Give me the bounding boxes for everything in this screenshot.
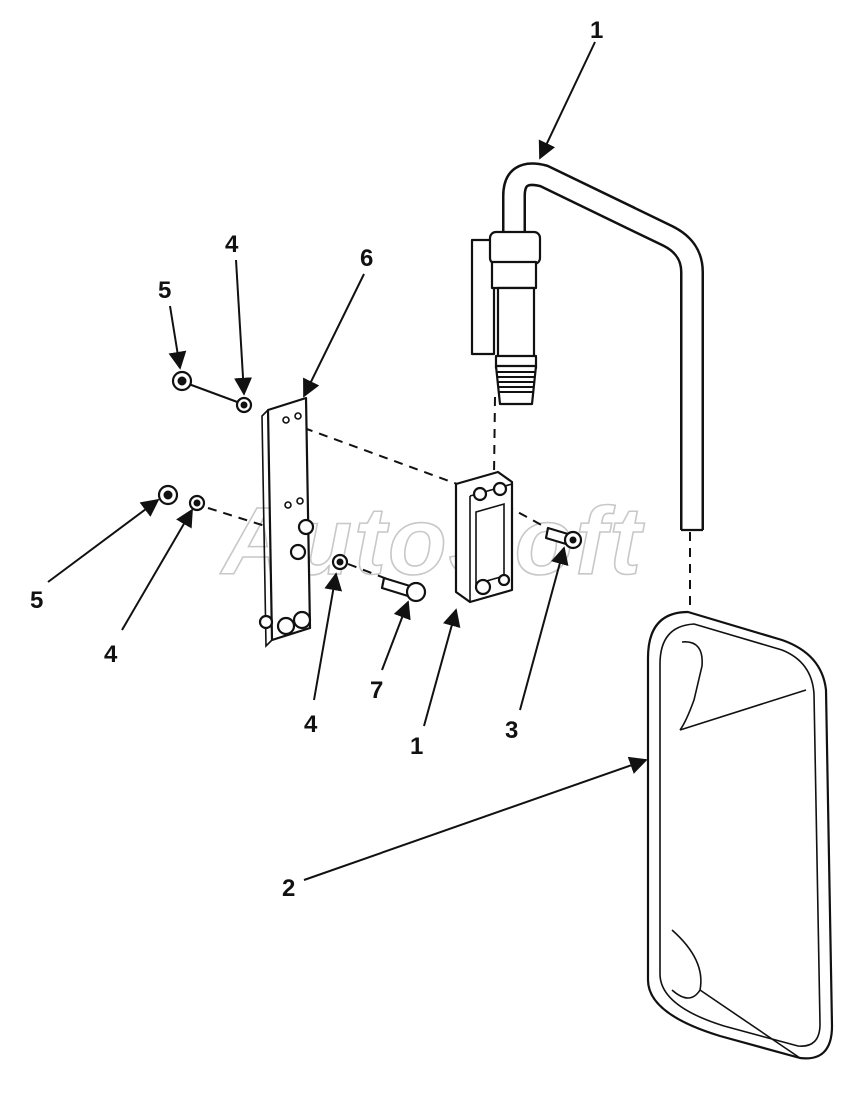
clamp-bracket-part bbox=[454, 470, 514, 604]
callout-labels: 1 5 4 6 5 4 4 7 1 3 2 bbox=[30, 17, 603, 902]
callout-washer-left: 4 bbox=[104, 641, 118, 668]
callout-washer-bottom: 4 bbox=[304, 711, 318, 738]
leader-arm-top bbox=[538, 41, 596, 160]
callout-screw: 3 bbox=[505, 717, 518, 744]
mirror-head-part bbox=[646, 610, 834, 1060]
leader-washer-top bbox=[234, 259, 253, 396]
callout-mirror-head: 2 bbox=[282, 875, 295, 902]
leader-nut-left bbox=[47, 498, 160, 583]
leader-washer-left bbox=[121, 508, 193, 631]
leader-mirror-head bbox=[303, 756, 648, 881]
callout-plate: 6 bbox=[360, 245, 373, 272]
washer-part-bottom bbox=[331, 553, 349, 571]
leader-screw bbox=[519, 546, 569, 711]
leader-bolt bbox=[381, 600, 411, 671]
washer-part-top bbox=[235, 396, 253, 414]
callout-bracket: 1 bbox=[410, 733, 423, 760]
nut-part-left bbox=[157, 484, 179, 506]
socket-screw-part bbox=[544, 526, 583, 550]
mirror-arm-part bbox=[470, 162, 704, 532]
mounting-plate-part bbox=[258, 396, 315, 648]
callout-nut-top: 5 bbox=[158, 277, 171, 304]
bolt-part bbox=[380, 576, 427, 603]
leader-bracket bbox=[423, 608, 461, 727]
leader-washer-bottom bbox=[313, 572, 343, 701]
callout-nut-left: 5 bbox=[30, 587, 43, 614]
callout-arm-top: 1 bbox=[590, 17, 603, 44]
leader-arrows bbox=[47, 41, 648, 881]
callout-washer-top: 4 bbox=[225, 231, 239, 258]
washer-part-left bbox=[188, 494, 206, 512]
nut-part-top bbox=[171, 370, 193, 392]
leader-nut-top bbox=[168, 305, 187, 370]
leader-plate bbox=[303, 273, 365, 398]
callout-bolt: 7 bbox=[370, 677, 383, 704]
